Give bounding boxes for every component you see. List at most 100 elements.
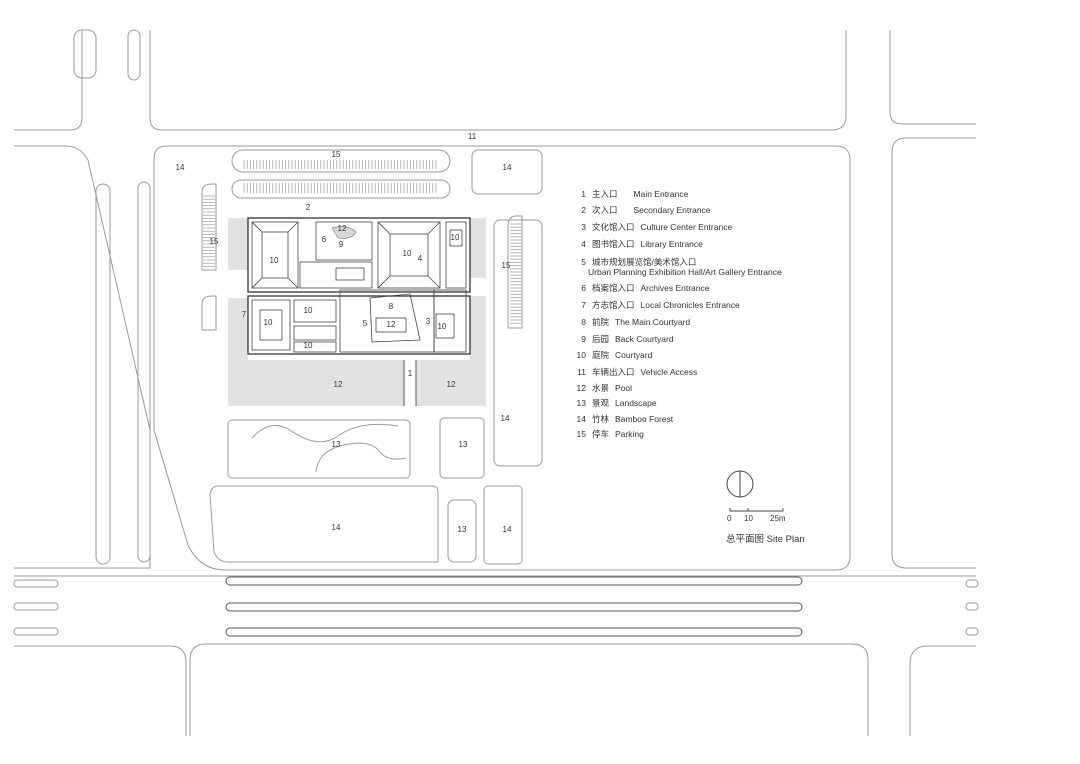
legend-number: 8 — [581, 317, 586, 327]
legend-label-en: Library Entrance — [640, 239, 703, 249]
scale-tick-10: 10 — [744, 514, 753, 523]
plan-label-7: 7 — [242, 310, 247, 319]
legend-number: 3 — [581, 222, 586, 232]
legend-label-en: Archives Entrance — [640, 283, 710, 293]
legend-label-cn: 城市规划展览馆/美术馆入口 — [592, 257, 697, 267]
legend-number: 11 — [577, 367, 586, 377]
plan-label-12: 12 — [387, 320, 396, 329]
plan-label-10: 10 — [264, 318, 273, 327]
plan-label-10: 10 — [304, 306, 313, 315]
legend-item-7: 7 方志馆入口 Local Chronicles Entrance — [568, 299, 740, 311]
legend-item-8: 8 前院 The Main Courtyard — [568, 316, 690, 328]
plan-label-13: 13 — [332, 440, 341, 449]
plan-label-10: 10 — [438, 322, 447, 331]
scale-tick-0: 0 — [727, 514, 732, 523]
legend-label-en: Vehicle Access — [640, 367, 698, 377]
plan-label-12: 12 — [338, 224, 347, 233]
legend-number: 13 — [576, 398, 586, 408]
legend-number: 10 — [576, 350, 586, 360]
legend-number: 4 — [581, 239, 586, 249]
legend-item-3: 3 文化馆入口 Culture Center Entrance — [568, 221, 732, 233]
legend-number: 12 — [576, 383, 586, 393]
legend-label-en: Pool — [615, 383, 633, 393]
plan-label-15: 15 — [332, 150, 341, 159]
legend-label-en: Parking — [615, 429, 644, 439]
legend-label-cn: 档案馆入口 — [592, 283, 635, 293]
scale-tick-25: 25m — [770, 514, 786, 523]
legend-label-en: Culture Center Entrance — [640, 222, 733, 232]
legend-label-cn: 次入口 — [592, 205, 618, 215]
plan-label-10: 10 — [403, 249, 412, 258]
drawing-caption: 总平面图 Site Plan — [726, 534, 805, 545]
parking-top — [231, 149, 451, 199]
plan-label-13: 13 — [458, 525, 467, 534]
plan-label-15: 15 — [502, 261, 511, 270]
legend-label-cn: 方志馆入口 — [592, 300, 635, 310]
plan-label-14: 14 — [503, 525, 512, 534]
legend-item-12: 12 水景 Pool — [568, 382, 633, 394]
building-complex — [247, 217, 471, 406]
plan-label-10: 10 — [451, 233, 460, 242]
plan-label-14: 14 — [332, 523, 341, 532]
legend-item-2: 2 次入口 Secondary Entrance — [568, 204, 711, 216]
legend-item-15: 15 停车 Parking — [568, 428, 644, 440]
legend-label-en: Local Chronicles Entrance — [640, 300, 740, 310]
plan-label-14: 14 — [503, 163, 512, 172]
plan-label-14: 14 — [176, 163, 185, 172]
legend-number: 7 — [581, 300, 586, 310]
legend-item-13: 13 景观 Landscape — [568, 397, 657, 409]
legend-label-en: Main Entrance — [633, 189, 689, 199]
legend-item-4: 4 图书馆入口 Library Entrance — [568, 238, 703, 250]
legend-item-10: 10 庭院 Courtyard — [568, 349, 653, 361]
legend-item-11: 11 车辆出入口 Vehicle Access — [568, 366, 697, 378]
legend-number: 5 — [581, 257, 586, 267]
legend-label-cn: 后园 — [592, 334, 610, 344]
scale-bar — [729, 508, 784, 512]
legend-label-cn: 文化馆入口 — [592, 222, 635, 232]
legend-item-14: 14 竹林 Bamboo Forest — [568, 413, 674, 425]
parking-sides — [201, 183, 523, 331]
plan-label-14: 14 — [501, 414, 510, 423]
plan-label-5: 5 — [363, 319, 368, 328]
plan-labels: 15 14 14 15 15 11 2 12 6 9 10 10 4 10 7 … — [176, 132, 512, 534]
legend-number: 6 — [581, 283, 586, 293]
plan-label-1: 1 — [408, 369, 413, 378]
legend-item-9: 9 后园 Back Courtyard — [568, 333, 674, 345]
plan-label-10: 10 — [304, 341, 313, 350]
plan-label-13: 13 — [459, 440, 468, 449]
legend-label-cn: 主入口 — [592, 189, 618, 199]
legend-label-cn: 前院 — [592, 317, 610, 327]
plan-label-3: 3 — [426, 317, 431, 326]
legend-label-cn: 竹林 — [592, 414, 610, 424]
plan-label-15: 15 — [210, 237, 219, 246]
legend-number: 15 — [576, 429, 586, 439]
legend-label-cn: 车辆出入口 — [592, 367, 635, 377]
legend-number: 1 — [581, 189, 586, 199]
road-network — [13, 29, 979, 736]
plan-label-4: 4 — [418, 254, 423, 263]
legend-label-en: Landscape — [615, 398, 657, 408]
plan-label-11: 11 — [468, 132, 477, 141]
legend-label-en: Back Courtyard — [615, 334, 674, 344]
plan-label-9: 9 — [339, 240, 344, 249]
plan-label-2: 2 — [306, 203, 311, 212]
legend-label-cn: 图书馆入口 — [592, 239, 635, 249]
legend-label-cn: 停车 — [592, 429, 610, 439]
legend-number: 9 — [581, 334, 586, 344]
legend-label-cn: 水景 — [592, 383, 610, 393]
legend-label-cn: 景观 — [592, 398, 610, 408]
legend-label-en: Bamboo Forest — [615, 414, 674, 424]
legend-number: 2 — [581, 205, 586, 215]
legend-label-en: Secondary Entrance — [633, 205, 711, 215]
legend-label-en: The Main Courtyard — [615, 317, 691, 327]
north-arrow — [726, 470, 754, 498]
plan-label-10: 10 — [270, 256, 279, 265]
legend-label-cn: 庭院 — [592, 350, 610, 360]
landscape-blocks — [209, 149, 543, 565]
pools — [228, 218, 486, 406]
legend-number: 14 — [576, 414, 586, 424]
legend-label-en: Courtyard — [615, 350, 653, 360]
legend-label-en: Urban Planning Exhibition Hall/Art Galle… — [588, 267, 782, 277]
